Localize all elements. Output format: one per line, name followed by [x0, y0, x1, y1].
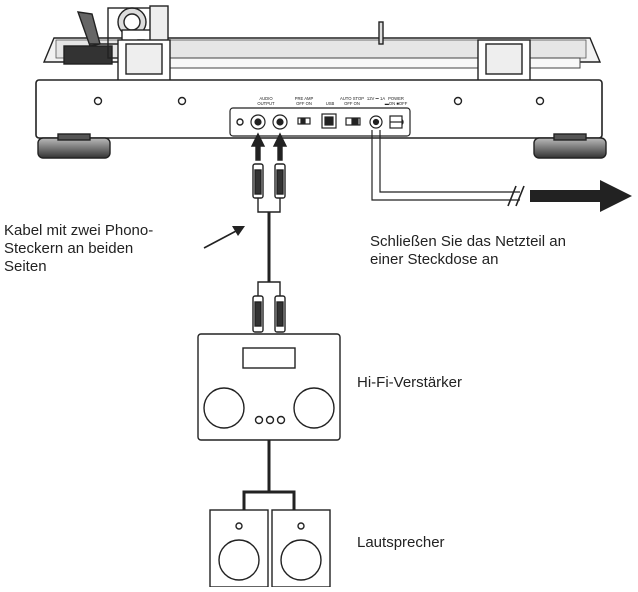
amplifier-knob-left [203, 387, 245, 429]
foot-right [533, 137, 607, 159]
speaker-cable [242, 440, 296, 510]
rear-panel-jacks [250, 113, 403, 130]
foot-left [37, 137, 111, 159]
cable-label: Kabel mit zwei Phono- Steckern an beiden… [4, 222, 153, 276]
label-usb: USB [326, 101, 335, 106]
amplifier-knob-right [293, 387, 335, 429]
power-label: Schließen Sie das Netzteil an einer Stec… [370, 233, 566, 269]
label-audio-output-2: OUTPUT [257, 101, 275, 106]
label-auto-stop-2: OFF ON [344, 101, 360, 106]
label-power-1: POWER [388, 96, 404, 101]
label-audio-output-1: AUDIO [259, 96, 273, 101]
power-label-line2: einer Steckdose an [370, 251, 499, 268]
label-pre-amp-2: OFF ON [296, 101, 312, 106]
speakers [209, 509, 331, 588]
cable-callout-arrow [203, 226, 245, 249]
cable-label-line2: Steckern an beiden [4, 240, 134, 257]
amplifier-label: Hi-Fi-Verstärker [357, 374, 463, 391]
rear-panel [229, 107, 411, 137]
label-power-2: ▬ON ■OFF [385, 101, 408, 106]
power-arrow [530, 180, 632, 212]
label-pre-amp-1: PRE AMP [295, 96, 314, 101]
power-cord [371, 130, 525, 207]
amplifier [197, 333, 341, 441]
label-dc-in: 12V ⎓ 1A [367, 96, 385, 101]
phono-cable [250, 132, 288, 333]
cable-label-line3: Seiten [4, 258, 47, 275]
cable-label-line1: Kabel mit zwei Phono- [4, 222, 154, 239]
rear-panel-labels: AUDIO OUTPUT PRE AMP OFF ON USB AUTO STO… [257, 96, 407, 106]
speakers-label: Lautsprecher [357, 534, 445, 551]
power-label-line1: Schließen Sie das Netzteil an [370, 233, 566, 250]
turntable [35, 5, 607, 159]
amplifier-display [242, 347, 296, 369]
label-auto-stop-1: AUTO STOP [340, 96, 364, 101]
